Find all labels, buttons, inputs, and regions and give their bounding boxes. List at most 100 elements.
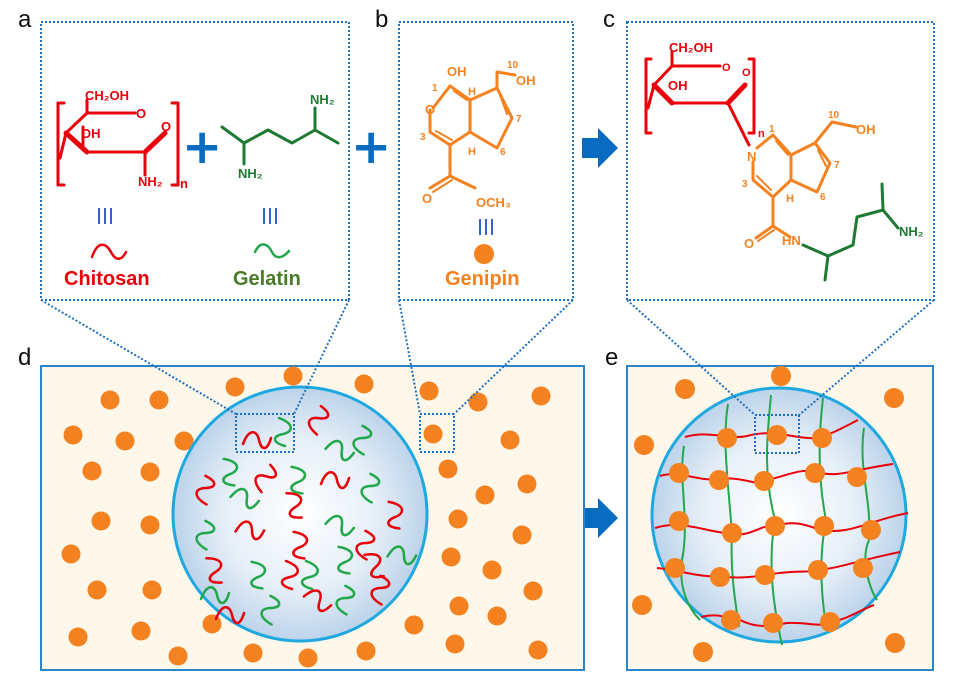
genipin-atom-7: 7 [516, 114, 522, 125]
crosslinked-product-structure: CH₂OH O O OH n N OH H O HN 1 3 6 7 10 NH… [644, 40, 924, 282]
panel-a-box [40, 21, 350, 301]
zoom-line-a-left [40, 299, 237, 415]
gelatin-chain [386, 545, 418, 566]
panel-label-c: c [603, 6, 615, 33]
gelatin-chain [324, 439, 356, 462]
chitosan-chain [214, 606, 246, 625]
chitosan-chain [254, 463, 278, 494]
genipin-particle [87, 580, 107, 600]
chitosan-chain [292, 530, 309, 560]
genipin-h-top: H [468, 86, 476, 98]
gelatin-chain [300, 559, 319, 591]
chitosan-chain [195, 474, 216, 506]
chitosan-chain [285, 491, 303, 519]
gelatin-chain [360, 472, 381, 504]
product-atom-1: 1 [769, 124, 775, 135]
genipin-particle-icon [474, 244, 494, 264]
chitosan-chain [234, 520, 266, 541]
genipin-particle [448, 509, 468, 529]
gelatin-chain [199, 586, 231, 605]
gelatin-chain [324, 514, 356, 537]
crosslink-node [820, 612, 840, 632]
genipin-particle [528, 640, 548, 660]
chitosan-chain [363, 553, 385, 579]
chitosan-oh: OH [81, 126, 101, 141]
product-h: H [786, 193, 794, 205]
panel-d-polymer-chains [195, 404, 418, 626]
panel-e-genipin-particles [632, 366, 905, 662]
genipin-particle [354, 374, 374, 394]
zoom-line-b-right [453, 299, 574, 415]
crosslink-node [812, 428, 832, 448]
chitosan-chain [370, 574, 391, 606]
crosslink-node [814, 516, 834, 536]
gelatin-chain [229, 487, 261, 510]
panel-label-d: d [18, 344, 31, 371]
crosslink-node [805, 463, 825, 483]
gelatin-chain [335, 584, 356, 616]
genipin-label: Genipin [445, 268, 519, 290]
crosslink-node [669, 511, 689, 531]
gelatin-chain [273, 416, 292, 448]
crosslink-node [763, 613, 783, 633]
reaction-arrow-top [582, 128, 618, 168]
panel-label-e: e [605, 344, 618, 371]
genipin-particle [423, 424, 443, 444]
equiv-symbol-chitosan [98, 208, 112, 224]
genipin-particle [449, 596, 469, 616]
product-atom-6: 6 [820, 192, 826, 203]
gelatin-chain [260, 594, 281, 626]
genipin-particle [168, 646, 188, 666]
chitosan-ring-o: O [136, 106, 146, 121]
genipin-ester-o: O [422, 191, 432, 206]
genipin-oh-top: OH [447, 64, 467, 79]
genipin-atom-1: 1 [432, 83, 438, 94]
crosslink-node [853, 558, 873, 578]
chitosan-structure: CH₂OH O O OH NH₂ n [56, 88, 188, 191]
crosslink-node [710, 567, 730, 587]
genipin-particle [202, 614, 222, 634]
genipin-particle [885, 633, 905, 653]
product-link-o: O [742, 67, 751, 79]
genipin-particle [283, 366, 303, 386]
genipin-particle [131, 621, 151, 641]
gelatin-nh2-bottom: NH₂ [238, 166, 263, 181]
genipin-particle [482, 560, 502, 580]
crosslink-node [808, 560, 828, 580]
gelatin-chain-icon [253, 243, 291, 259]
chitosan-label: Chitosan [64, 268, 150, 290]
genipin-particle [298, 648, 318, 668]
panel-d-zoom-box-genipin [419, 413, 455, 453]
gelatin-structure: NH₂ NH₂ [220, 92, 340, 181]
genipin-particle [438, 459, 458, 479]
genipin-particle [243, 643, 263, 663]
crosslink-node [722, 523, 742, 543]
panel-d-genipin-particles [61, 366, 551, 668]
product-oh: OH [668, 78, 688, 93]
chitosan-chain [280, 559, 299, 591]
product-nitrogen: N [747, 149, 756, 164]
product-carbonyl-o: O [744, 236, 754, 251]
chitosan-chain [302, 589, 333, 613]
zoom-line-c-left [626, 299, 756, 416]
chitosan-n-subscript: n [180, 176, 188, 191]
chitosan-chain [319, 471, 351, 490]
genipin-particle [441, 547, 461, 567]
gelatin-nh2-top: NH₂ [310, 92, 335, 107]
zoom-line-b-left [398, 299, 421, 415]
product-atom-3: 3 [742, 179, 748, 190]
plus-sign-1: + [182, 119, 222, 175]
panel-d-sphere [171, 385, 429, 643]
genipin-particle [61, 544, 81, 564]
genipin-particle [523, 581, 543, 601]
genipin-particle [475, 485, 495, 505]
panel-e-crosslinked-network [654, 394, 909, 646]
reaction-arrow-bottom [582, 498, 618, 538]
crosslink-node [665, 558, 685, 578]
product-n-subscript: n [758, 128, 765, 140]
genipin-particle [531, 386, 551, 406]
genipin-particle [404, 615, 424, 635]
genipin-particle [884, 388, 904, 408]
crosslink-node [669, 463, 689, 483]
